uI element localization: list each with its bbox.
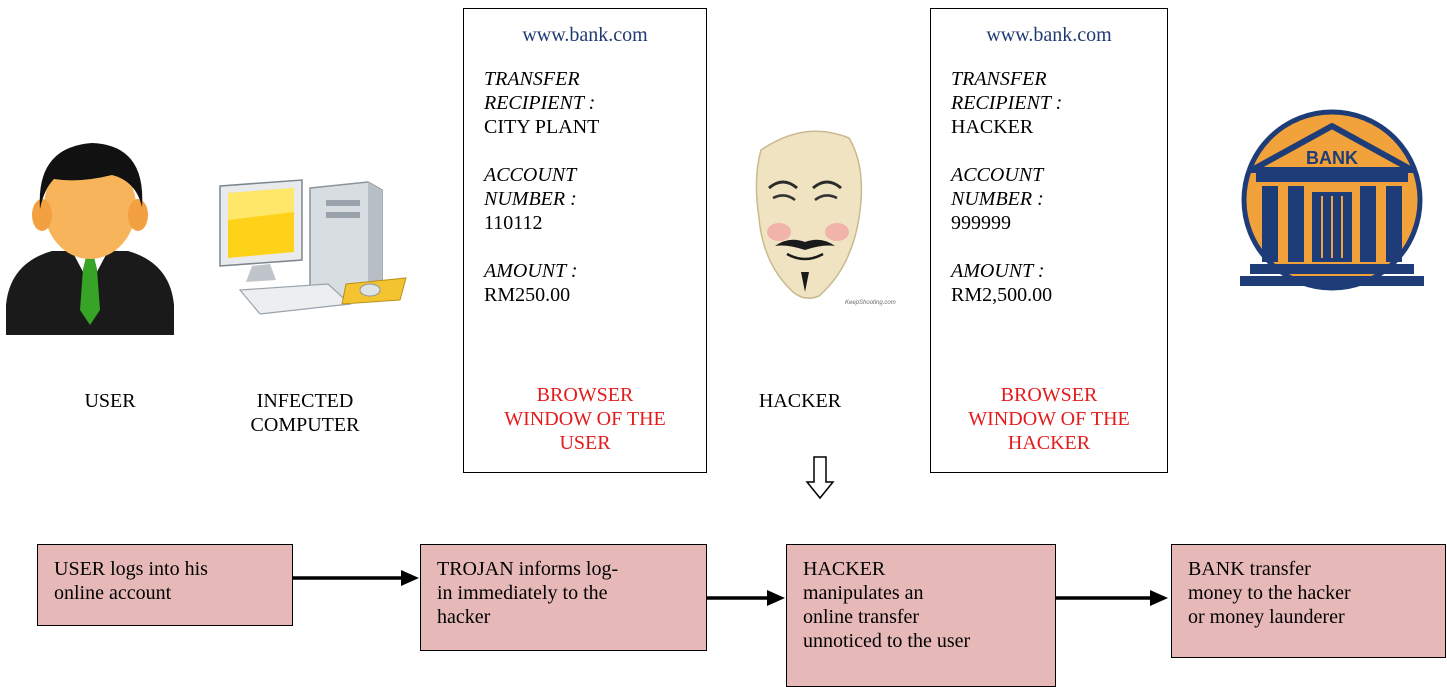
user-avatar-icon	[6, 143, 174, 335]
user-label: USER	[84, 390, 136, 412]
flow-step-trojan-inform: TROJAN informs log- in immediately to th…	[420, 544, 707, 651]
user-browser-window: www.bank.com TRANSFER RECIPIENT : CITY P…	[463, 8, 707, 473]
hacker-amount-label: AMOUNT :	[951, 260, 1045, 282]
bank-sign-text: BANK	[1306, 148, 1358, 168]
watermark-text: KeepShooting.com	[845, 300, 896, 306]
user-account-value: 110112	[484, 212, 543, 234]
flow-arrow-2	[707, 590, 785, 606]
user-amount-label: AMOUNT :	[484, 260, 578, 282]
hacker-recipient-value: HACKER	[951, 116, 1034, 138]
hacker-browser-window: www.bank.com TRANSFER RECIPIENT : HACKER…	[930, 8, 1168, 473]
flow-step-user-login: USER logs into his online account	[37, 544, 293, 626]
flow-arrow-1	[293, 570, 419, 586]
user-account-label: ACCOUNT NUMBER :	[484, 164, 577, 210]
hacker-account-label: ACCOUNT NUMBER :	[951, 164, 1044, 210]
hacker-window-url: www.bank.com	[986, 24, 1112, 46]
hacker-window-caption: BROWSER WINDOW OF THE HACKER	[968, 384, 1130, 454]
hacker-recipient-label: TRANSFER RECIPIENT :	[951, 68, 1063, 114]
flow-step-bank-transfer: BANK transfer money to the hacker or mon…	[1171, 544, 1446, 658]
user-window-url: www.bank.com	[522, 24, 648, 46]
hacker-amount-value: RM2,500.00	[951, 284, 1053, 306]
flow-step-hacker-manipulate: HACKER manipulates an online transfer un…	[786, 544, 1056, 687]
computer-label: INFECTED COMPUTER	[250, 390, 360, 436]
user-amount-value: RM250.00	[484, 284, 571, 306]
user-recipient-label: TRANSFER RECIPIENT :	[484, 68, 596, 114]
user-recipient-value: CITY PLANT	[484, 116, 600, 138]
hacker-mask-icon: KeepShooting.com	[755, 130, 896, 306]
bank-building-icon: BANK	[1240, 109, 1424, 291]
hacker-account-value: 999999	[951, 212, 1011, 234]
flow-arrow-3	[1056, 590, 1168, 606]
hacker-label: HACKER	[758, 390, 842, 412]
down-arrow-icon	[805, 456, 835, 500]
infected-computer-icon	[219, 179, 407, 315]
user-window-caption: BROWSER WINDOW OF THE USER	[504, 384, 666, 454]
